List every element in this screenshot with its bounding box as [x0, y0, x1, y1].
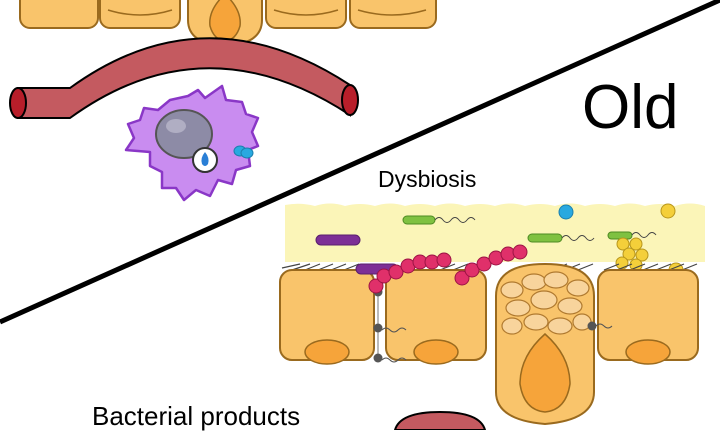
epithelial-cell-icon	[265, 0, 347, 29]
mucin-granules	[500, 271, 592, 335]
bacterium-icon	[402, 215, 436, 225]
nucleus-icon	[625, 339, 671, 365]
goblet-nucleus	[519, 333, 571, 413]
epithelial-cell-icon	[19, 0, 99, 29]
old-epithelium	[279, 262, 699, 426]
bacterium-icon	[454, 270, 470, 286]
blood-vessel-icon	[393, 410, 487, 430]
gut-microbiota	[315, 203, 684, 278]
bacterial-products-label: Bacterial products	[92, 401, 301, 431]
epithelial-cell-icon	[99, 0, 181, 29]
bacterium-icon	[660, 203, 676, 219]
bacterium-icon	[616, 237, 630, 251]
old-age-label: Old	[582, 73, 679, 142]
bacterium-icon	[527, 233, 563, 243]
dysbiosis-label: Dysbiosis	[378, 166, 477, 192]
mucus-layer	[285, 203, 705, 262]
nucleus-icon	[304, 339, 350, 365]
blood-vessel-icon	[9, 37, 359, 119]
epithelial-cell-icon	[349, 0, 437, 29]
goblet-vacuole	[209, 0, 241, 42]
bacterium-icon	[315, 234, 361, 246]
macrophage-icon	[124, 84, 260, 202]
bacterium-icon	[368, 278, 384, 294]
young-epithelium	[19, 0, 437, 48]
nucleus-icon	[413, 339, 459, 365]
pathobiont-chain	[355, 244, 528, 294]
age-divider-line	[0, 0, 720, 325]
bacterium-icon	[558, 204, 574, 220]
bacterium-icon	[607, 231, 633, 240]
